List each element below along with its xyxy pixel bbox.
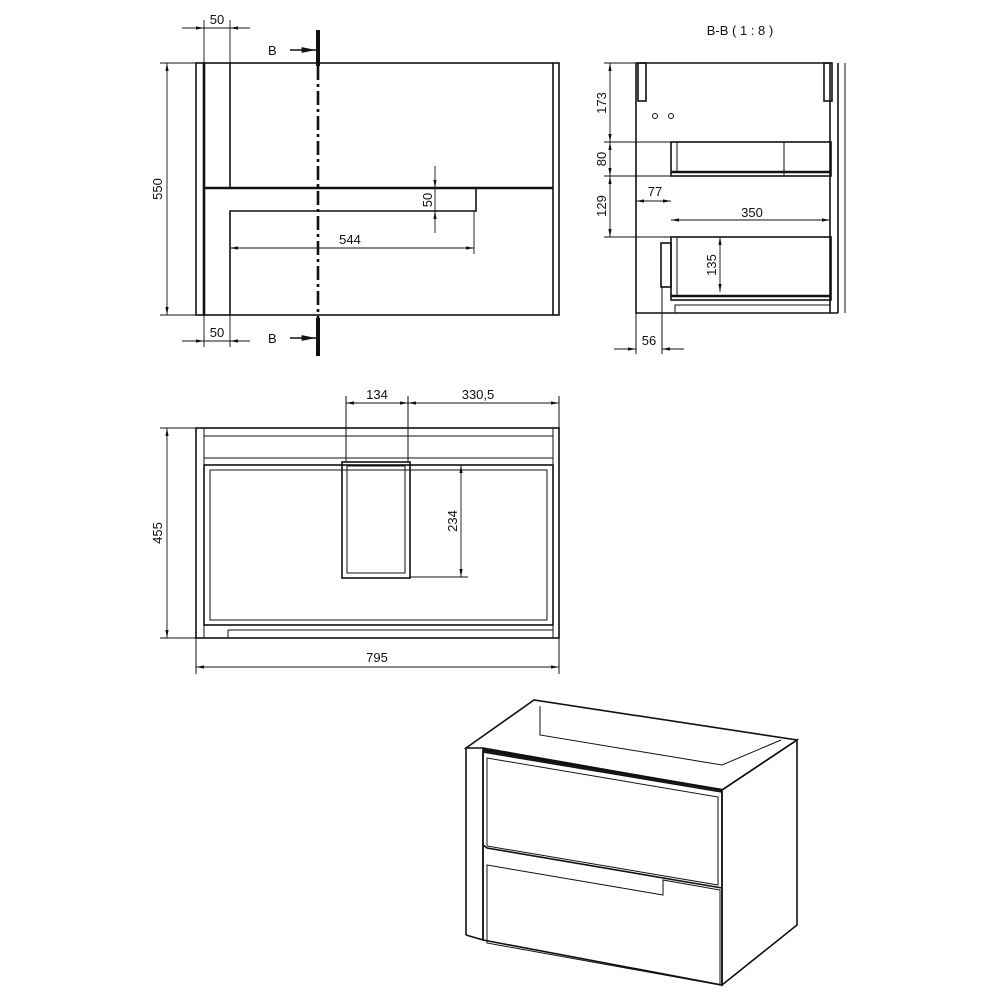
dim-height: 550 (150, 178, 165, 200)
top-view: 134 330,5 455 234 795 (150, 387, 560, 674)
handle-notch (229, 188, 477, 315)
dim-basin-offset: 330,5 (462, 387, 495, 402)
section-mark-top: B (268, 43, 277, 58)
dim-drawer-depth: 350 (741, 205, 763, 220)
section-title: B-B ( 1 : 8 ) (707, 23, 773, 38)
front-view: B B 550 50 50 50 544 (150, 12, 560, 356)
dim-middle-gap: 129 (594, 195, 609, 217)
dim-upper-drawer: 80 (594, 152, 609, 166)
dim-basin-width: 134 (366, 387, 388, 402)
dim-top-gap: 173 (594, 92, 609, 114)
side-face (721, 738, 798, 987)
lower-drawer (670, 236, 832, 301)
section-mark-bottom: B (268, 331, 277, 346)
dim-side-bottom: 50 (210, 325, 224, 340)
dim-side-top: 50 (210, 12, 224, 27)
dim-handle-height: 50 (420, 193, 435, 207)
dim-handle-width: 544 (339, 232, 361, 247)
dim-basin-depth: 234 (445, 510, 460, 532)
dim-lower-drawer: 135 (704, 254, 719, 276)
section-view: B-B ( 1 : 8 ) 173 80 129 77 350 135 5 (594, 23, 846, 354)
dim-depth: 455 (150, 522, 165, 544)
lower-handle (660, 242, 672, 288)
dim-front-setback: 56 (642, 333, 656, 348)
front-outline (195, 62, 560, 316)
upper-drawer (670, 141, 832, 177)
front-face (482, 751, 723, 986)
dim-width: 795 (366, 650, 388, 665)
basin-outline (341, 461, 411, 579)
dim-drawer-offset: 77 (648, 184, 662, 199)
isometric-view (463, 699, 800, 987)
top-outline (195, 427, 560, 639)
